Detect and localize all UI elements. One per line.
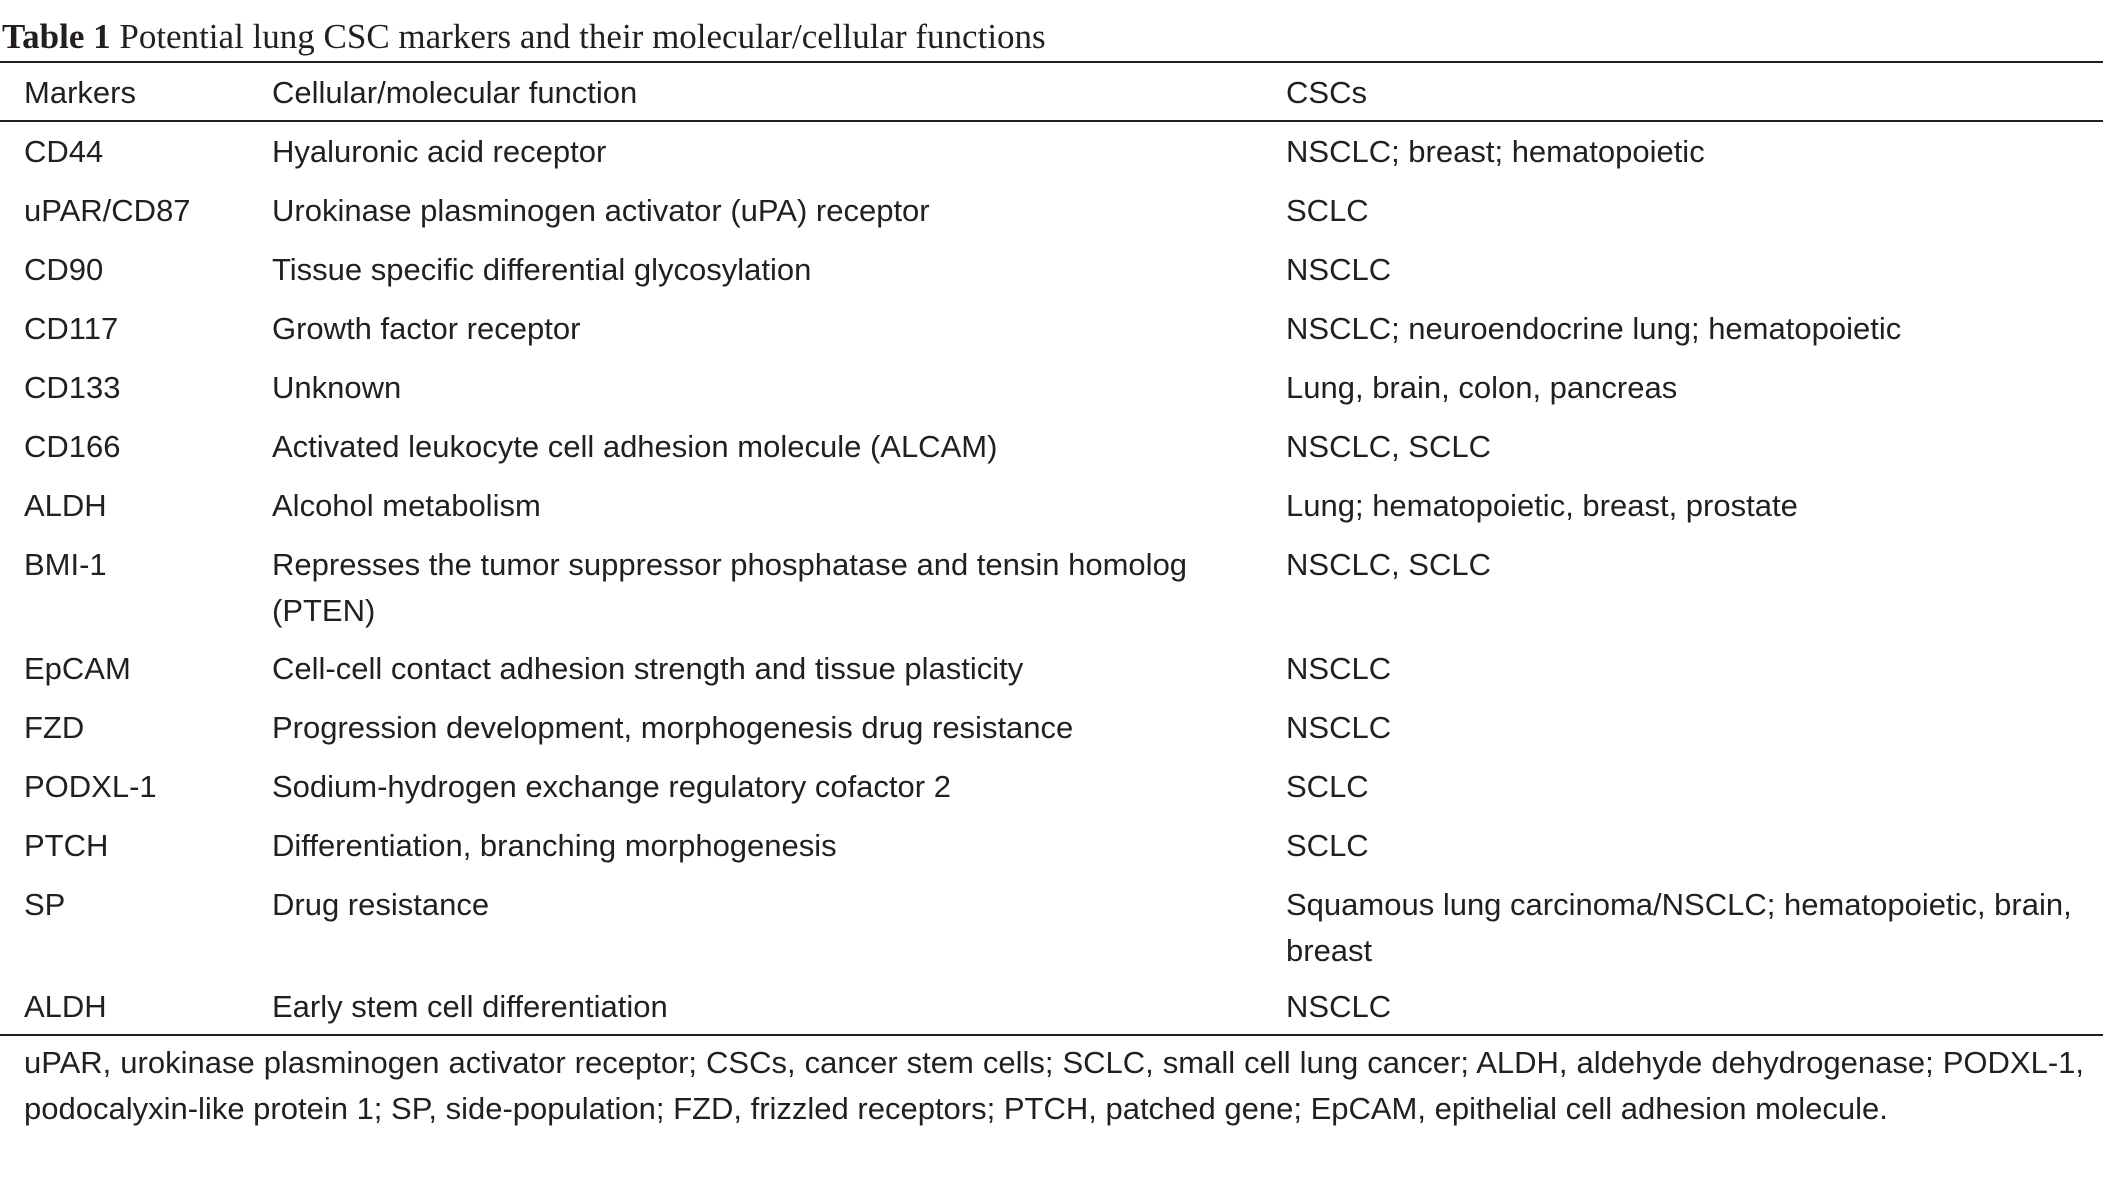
cell-marker: CD133: [24, 370, 121, 405]
cell-marker: CD44: [24, 134, 104, 169]
header-function: Cellular/molecular function: [272, 75, 638, 110]
cell-function: Tissue specific differential glycosylati…: [272, 252, 812, 287]
cell-cscs: Lung; hematopoietic, breast, prostate: [1286, 488, 1798, 523]
cell-cscs: SCLC: [1286, 193, 1369, 228]
cell-marker: ALDH: [24, 989, 107, 1024]
cell-marker: ALDH: [24, 488, 107, 523]
cell-cscs: Lung, brain, colon, pancreas: [1286, 370, 1678, 405]
cell-cscs: NSCLC: [1286, 710, 1392, 745]
cell-function: Urokinase plasminogen activator (uPA) re…: [272, 193, 930, 228]
table-bottom-rule: [0, 1034, 2103, 1036]
cell-cscs: NSCLC; neuroendocrine lung; hematopoieti…: [1286, 311, 1902, 346]
cell-function: Hyaluronic acid receptor: [272, 134, 607, 169]
header-markers: Markers: [24, 75, 136, 110]
cell-marker: SP: [24, 887, 66, 922]
cell-cscs: NSCLC, SCLC: [1286, 429, 1491, 464]
cell-function: Cell-cell contact adhesion strength and …: [272, 651, 1024, 686]
cell-function: Sodium-hydrogen exchange regulatory cofa…: [272, 769, 951, 804]
cell-cscs: SCLC: [1286, 769, 1369, 804]
cell-function: Unknown: [272, 370, 402, 405]
cell-marker: PTCH: [24, 828, 109, 863]
cell-cscs: SCLC: [1286, 828, 1369, 863]
cell-cscs: NSCLC: [1286, 252, 1392, 287]
cell-marker: uPAR/CD87: [24, 193, 191, 228]
cell-marker: BMI-1: [24, 547, 107, 582]
cell-function: Differentiation, branching morphogenesis: [272, 828, 837, 863]
cell-cscs: NSCLC; breast; hematopoietic: [1286, 134, 1705, 169]
cell-marker: PODXL-1: [24, 769, 157, 804]
cell-marker: CD90: [24, 252, 104, 287]
cell-function: Activated leukocyte cell adhesion molecu…: [272, 429, 998, 464]
cell-function: Growth factor receptor: [272, 311, 581, 346]
cell-marker: FZD: [24, 710, 85, 745]
table-header-rule: [0, 120, 2103, 122]
cell-marker: CD166: [24, 429, 121, 464]
table-caption-label: Table 1: [2, 17, 111, 56]
cell-marker: EpCAM: [24, 651, 131, 686]
table-footnote: uPAR, urokinase plasminogen activator re…: [24, 1045, 2084, 1126]
cell-function: Alcohol metabolism: [272, 488, 541, 523]
cell-function: Drug resistance: [272, 887, 490, 922]
table-caption: Table 1 Potential lung CSC markers and t…: [2, 12, 1046, 62]
cell-function: Represses the tumor suppressor phosphata…: [272, 547, 1188, 628]
cell-cscs: NSCLC: [1286, 989, 1392, 1024]
cell-cscs: NSCLC, SCLC: [1286, 547, 1491, 582]
cell-cscs: NSCLC: [1286, 651, 1392, 686]
header-cscs: CSCs: [1286, 75, 1367, 110]
cell-function: Early stem cell differentiation: [272, 989, 668, 1024]
table-top-rule: [0, 61, 2103, 63]
cell-cscs: Squamous lung carcinoma/NSCLC; hematopoi…: [1286, 887, 2072, 968]
cell-function: Progression development, morphogenesis d…: [272, 710, 1074, 745]
table-caption-title: Potential lung CSC markers and their mol…: [119, 17, 1046, 56]
cell-marker: CD117: [24, 311, 119, 346]
